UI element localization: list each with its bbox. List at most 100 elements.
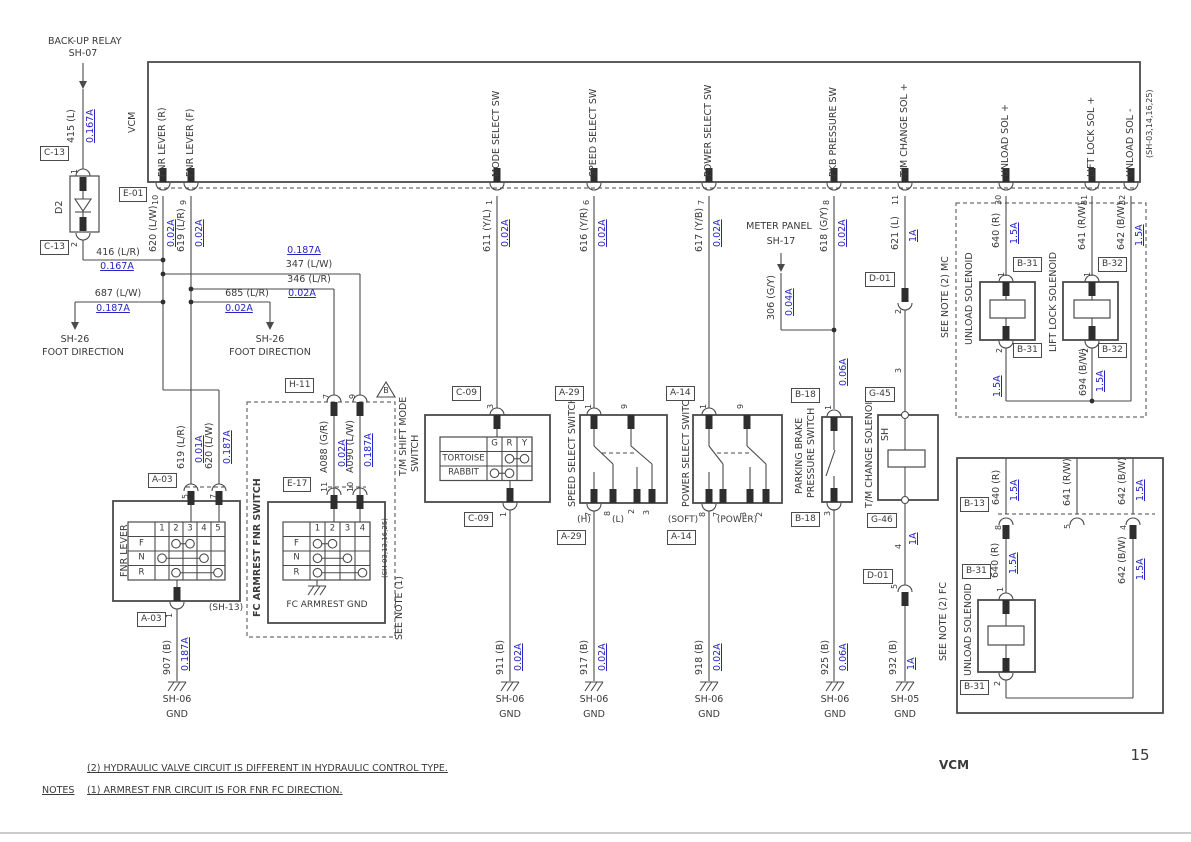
arrowhead-icon xyxy=(777,264,785,272)
connector-pin xyxy=(830,168,838,182)
connector-a14-b: A-14 xyxy=(667,530,696,545)
contact-circle xyxy=(171,567,181,578)
power-select-switch-label: POWER SELECT SWITCH xyxy=(681,392,692,507)
connector-pin xyxy=(159,168,167,182)
wire-619-current: 0.02A xyxy=(194,219,205,247)
connector-pin xyxy=(1002,525,1010,539)
see-note2-mc-box xyxy=(955,202,1147,418)
g45-pin-3: 3 xyxy=(894,367,903,373)
connector-socket-arc xyxy=(1084,274,1100,283)
table-col-header: 1 xyxy=(314,523,321,534)
page-number: 15 xyxy=(1130,746,1150,764)
g46-current: 1A xyxy=(908,532,919,545)
table-col-header: 4 xyxy=(201,523,207,534)
contact-circle xyxy=(357,567,368,578)
wire-a090-current: 0.187A xyxy=(363,433,374,467)
connector-pin xyxy=(79,217,87,231)
vcm-signal-tm-change-sol: T/M CHANGE SOL + xyxy=(899,83,910,177)
connector-pin xyxy=(1088,168,1096,182)
contact-circle xyxy=(519,453,530,464)
vcm-pin-30: 30 xyxy=(994,194,1003,205)
lift-lock-solenoid-label: LIFT LOCK SOLENOID xyxy=(1048,251,1059,352)
wire-619-label: 619 (L/R) xyxy=(176,208,187,252)
parking-brake-label-1: PARKING BRAKE xyxy=(794,417,805,494)
h11-pin-9: 9 xyxy=(348,393,357,399)
connector-pin xyxy=(1088,282,1096,296)
connector-h11: H-11 xyxy=(285,378,315,393)
wire-segment xyxy=(825,449,836,477)
tm-shift-mode-label-2: SWITCH xyxy=(410,434,421,472)
foot-direction-right: FOOT DIRECTION xyxy=(229,347,311,358)
see-note2-fc-box xyxy=(956,457,1164,714)
connector-b32-b: B-32 xyxy=(1098,343,1127,358)
vcm-label: VCM xyxy=(127,111,138,133)
gnd-label-918: GND xyxy=(698,709,720,720)
connector-a14-a: A-14 xyxy=(666,386,695,401)
speed-pin-3: 3 xyxy=(642,509,651,515)
connector-socket-arc xyxy=(489,182,505,191)
wire-640-fc-label: 640 (R) xyxy=(991,469,1002,505)
solenoid-terminal xyxy=(900,410,910,420)
connector-e01: E-01 xyxy=(119,187,148,202)
contact-circle xyxy=(489,468,500,479)
speed-pin-7: 7 xyxy=(584,511,593,517)
table-col-header: 3 xyxy=(187,523,193,534)
wire-640-fc-lower-label: 640 (R) xyxy=(990,542,1001,578)
gnd-label-911: GND xyxy=(499,709,521,720)
connector-socket-arc xyxy=(502,502,518,511)
contact-circle xyxy=(342,553,353,564)
wire-640-label: 640 (R) xyxy=(991,212,1002,248)
sheet-ref-right: (SH-03,14,16,25) xyxy=(1145,89,1154,158)
connector-socket-arc xyxy=(75,232,91,241)
connector-socket-arc xyxy=(326,487,342,496)
gnd-ref-918: SH-06 xyxy=(694,694,724,705)
sh26-ref-left: SH-26 xyxy=(60,334,90,345)
b13-pin-4: 4 xyxy=(1119,524,1128,530)
connector-b31-mc-b: B-31 xyxy=(1013,343,1042,358)
vcm-pin-6: 6 xyxy=(582,199,591,205)
wire-642-label: 642 (B/W) xyxy=(1116,202,1127,250)
wire-segment xyxy=(593,445,614,465)
connector-socket-arc xyxy=(1125,517,1141,526)
b13-pin-5: 5 xyxy=(1063,523,1072,529)
wire-segment xyxy=(708,445,724,465)
foot-direction-left: FOOT DIRECTION xyxy=(42,347,124,358)
gnd-label-925: GND xyxy=(824,709,846,720)
wire-a090-label: A090 (L/W) xyxy=(345,420,356,473)
connector-pin xyxy=(1002,326,1010,340)
b18-pin-3: 3 xyxy=(823,510,832,516)
connector-pin xyxy=(627,415,635,429)
wire-416-current: 0.167A xyxy=(100,261,134,272)
table-col-header: 1 xyxy=(159,523,165,534)
connector-a03-b: A-03 xyxy=(137,612,166,627)
wire-415-label: 415 (L) xyxy=(66,109,77,143)
wire-611-label: 611 (Y/L) xyxy=(482,209,493,252)
vcm-signal-fnr-lever-r: FNR LEVER (R) xyxy=(157,107,168,177)
ground-icon xyxy=(699,681,719,692)
connector-b31-fc-a: B-31 xyxy=(962,564,991,579)
connector-socket-arc xyxy=(897,182,913,191)
vcm-pin-11: 11 xyxy=(891,194,900,205)
contact-circle xyxy=(157,553,167,564)
wire-346-label: 346 (L/R) xyxy=(287,274,331,285)
wire-segment xyxy=(630,445,653,465)
c09-pin-3: 3 xyxy=(486,403,495,409)
c09-pin-1: 1 xyxy=(499,511,508,517)
vcm-signal-unload-sol-minus: UNLOAD SOL - xyxy=(1125,108,1136,177)
connector-socket-arc xyxy=(489,407,505,416)
table-col-header: 4 xyxy=(359,523,366,534)
vcm-pin-1: 1 xyxy=(485,199,494,205)
connector-pin xyxy=(187,168,195,182)
vcm-signal-pkb-pressure: PKB PRESSURE SW xyxy=(828,87,839,177)
wire-918-current: 0.02A xyxy=(712,643,723,671)
wire-junction-dot xyxy=(160,299,166,305)
connector-pin xyxy=(901,168,909,182)
contact-circle xyxy=(504,468,515,479)
speed-position-l: (L) xyxy=(611,515,625,525)
connector-pin xyxy=(1002,658,1010,672)
vcm-signal-speed-select: SPEED SELECT SW xyxy=(588,88,599,177)
gnd-ref-932: SH-05 xyxy=(890,694,920,705)
connector-pin xyxy=(590,168,598,182)
vcm-signal-unload-sol-plus: UNLOAD SOL + xyxy=(1000,104,1011,177)
